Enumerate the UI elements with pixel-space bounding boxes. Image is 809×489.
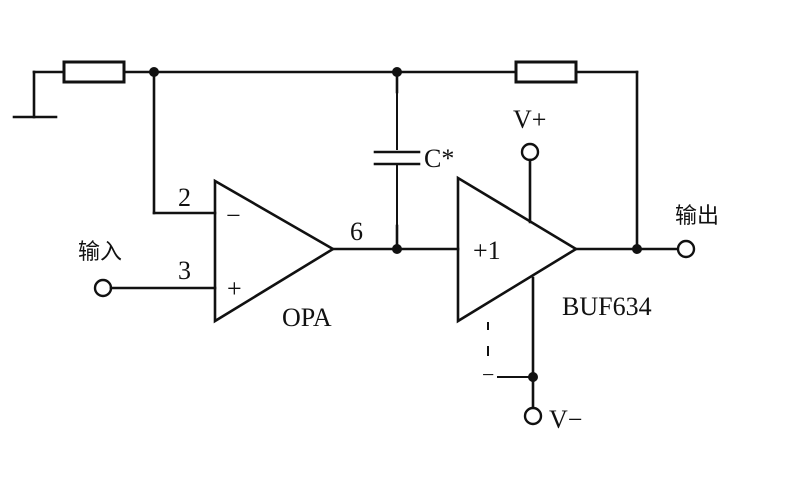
capacitor-symbol <box>373 70 421 251</box>
inverting-input-wire <box>152 70 217 215</box>
input-resistor <box>62 60 126 84</box>
vplus-label: V+ <box>513 105 546 134</box>
vplus-terminal <box>520 142 540 162</box>
pin-6-label: 6 <box>350 217 363 246</box>
buffer-symbol <box>456 175 579 324</box>
vminus-label: V− <box>549 405 582 434</box>
input-label: 输入 <box>78 240 122 265</box>
vminus-terminal <box>523 406 543 426</box>
buffer-name-label: BUF634 <box>562 292 652 321</box>
capacitor-label: C* <box>424 144 454 173</box>
output-label: 输出 <box>675 204 719 229</box>
opamp-symbol <box>213 178 336 324</box>
input-terminal <box>93 278 113 298</box>
tick-minus-label: − <box>482 362 494 387</box>
output-terminal <box>676 239 696 259</box>
opamp-name-label: OPA <box>282 303 332 332</box>
minus-sign: − <box>226 201 241 230</box>
feedback-wire <box>122 70 639 251</box>
pin-2-label: 2 <box>178 183 191 212</box>
pin-3-label: 3 <box>178 256 191 285</box>
ground-symbol <box>12 70 66 119</box>
feedback-resistor <box>514 60 578 84</box>
buffer-gain-label: +1 <box>473 236 501 265</box>
plus-sign: + <box>227 274 242 303</box>
